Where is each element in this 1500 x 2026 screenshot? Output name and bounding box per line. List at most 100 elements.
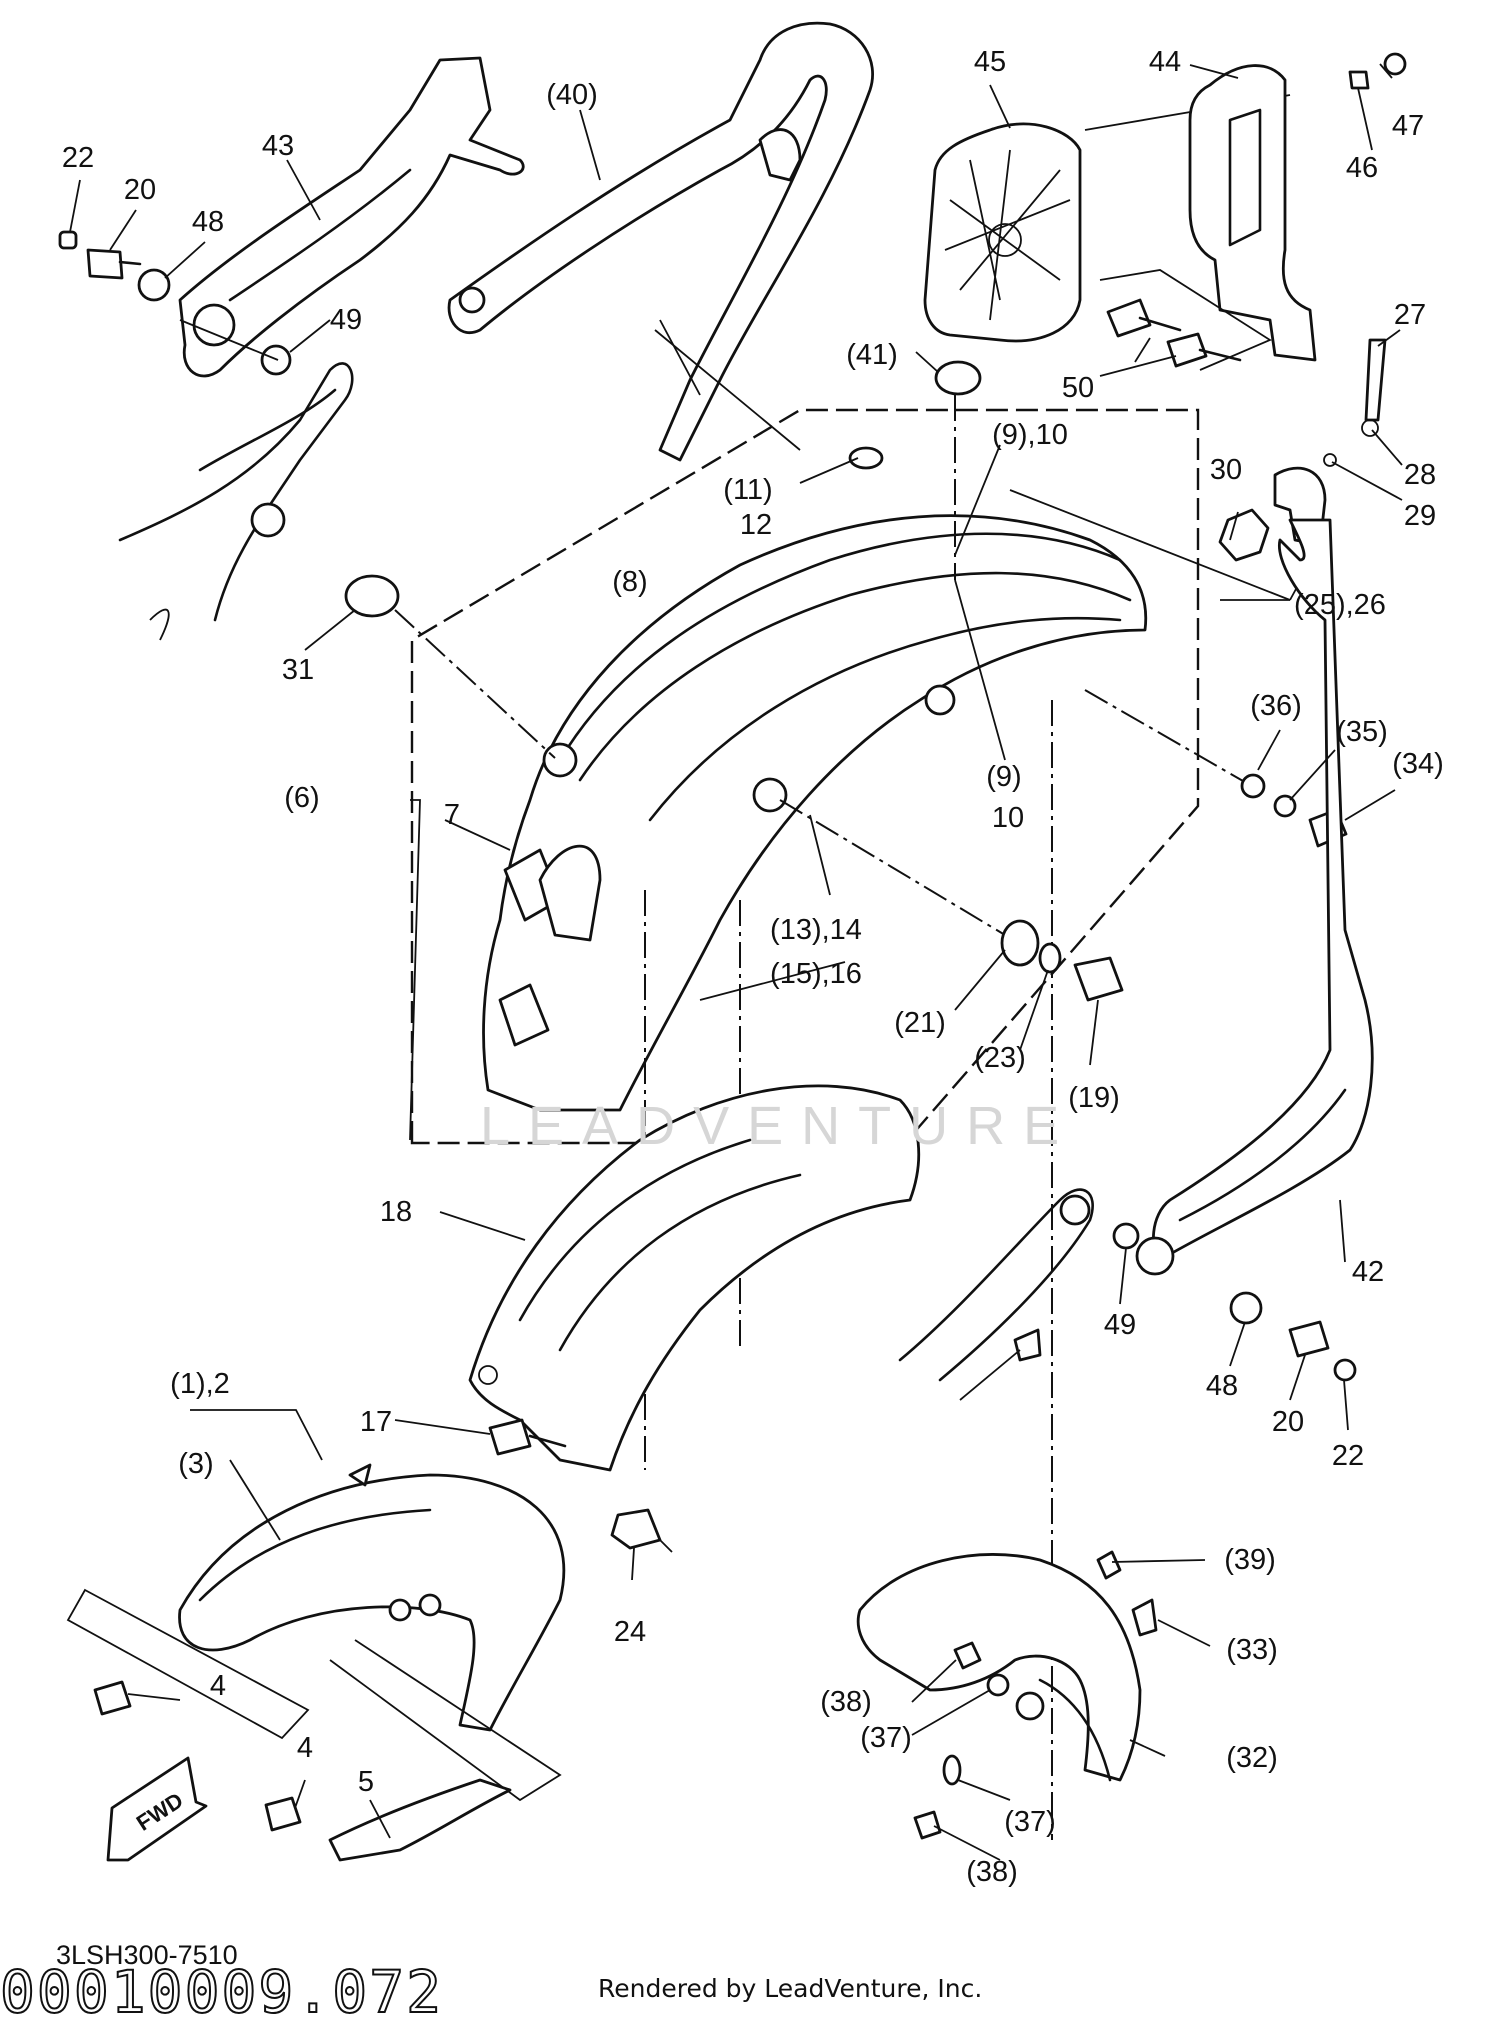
callout-12: 12 [739,509,773,541]
bolt-20b [1288,1320,1330,1358]
bolt-39 [1096,1550,1122,1580]
callout-20a: 20 [123,174,157,206]
collar-49b [1112,1222,1140,1250]
callout-33: (33) [1226,1634,1278,1666]
callout-9-10a: (9),10 [992,419,1068,451]
callout-34: (34) [1392,748,1444,780]
callout-leaders [69,63,1403,1861]
nut-38a [953,1641,982,1670]
leader-34-36 [1084,689,1251,786]
washer-37b [942,1754,962,1786]
callout-4b: 4 [296,1732,314,1764]
callout-43: 43 [261,130,295,162]
bolt-50a [1106,298,1152,338]
callout-41: (41) [846,339,898,371]
callout-6: (6) [284,782,320,814]
callout-46: 46 [1345,152,1379,184]
backrest-pad-45 [923,122,1082,343]
callout-47: 47 [1391,110,1425,142]
nut-47 [1383,52,1407,76]
callout-27: 27 [1393,299,1427,331]
washer-23 [1038,942,1062,974]
damper-31 [344,574,400,618]
callout-32: (32) [1226,1742,1278,1774]
callout-45: 45 [973,46,1007,78]
cap-33 [1131,1598,1158,1637]
callout-18: 18 [379,1196,413,1228]
grab-bar-40 [447,21,874,462]
part-code: 3LSH300-7510 [56,1940,238,1970]
callout-36: (36) [1250,690,1302,722]
bolt-27 [1364,338,1387,422]
sheet-code: 00010009.072 [0,1958,444,2026]
bolt-17 [488,1418,532,1456]
callout-4a: 4 [209,1670,227,1702]
callout-29: 29 [1403,500,1437,532]
callout-5: 5 [357,1766,375,1798]
right-stay-42 [1135,518,1374,1276]
callout-8: (8) [612,566,648,598]
callout-15-16: (15),16 [770,958,862,990]
callout-13-14: (13),14 [770,914,862,946]
credit-text: Rendered by LeadVenture, Inc. [598,1974,983,2003]
front-fender-3 [178,1463,566,1732]
callout-40: (40) [546,79,598,111]
washer-37a [986,1673,1010,1697]
bolt-20a [86,248,124,280]
callout-30: 30 [1209,454,1243,486]
callout-42: 42 [1351,1256,1385,1288]
bolt-50b [1166,332,1208,368]
left-frame-rail [118,362,354,641]
callout-3: (3) [178,1448,214,1480]
front-fender-32 [856,1553,1142,1782]
washer-28 [1361,419,1379,437]
bolt-4a [93,1680,132,1716]
callout-49b: 49 [1103,1309,1137,1341]
rear-fender-7 [482,514,1148,1112]
callout-9b: (9) [986,761,1022,793]
callout-21: (21) [894,1007,946,1039]
callout-44: 44 [1148,46,1182,78]
washer-48b [1229,1291,1263,1325]
nut-38b [913,1810,942,1840]
callout-20b: 20 [1271,1406,1305,1438]
callout-31: 31 [281,654,315,686]
callout-37b: (37) [1004,1806,1056,1838]
callout-1-2: (1),2 [170,1368,230,1400]
collar-21 [1000,919,1040,967]
callout-39: (39) [1224,1544,1276,1576]
callout-25-26: (25),26 [1294,589,1386,621]
washer-48a [137,268,171,302]
bracket-5 [328,1778,512,1862]
spacer-24 [610,1508,662,1550]
washer-11 [848,446,884,470]
callout-49a: 49 [329,304,363,336]
callout-7: 7 [443,799,461,831]
fwd-arrow-icon [106,1756,208,1862]
nut-30 [1218,508,1270,562]
callout-48b: 48 [1205,1370,1239,1402]
washer-35 [1273,794,1297,818]
left-stay-43 [178,56,525,378]
callout-38a: (38) [820,1686,872,1718]
washer-29 [1323,453,1337,467]
bolt-4b [264,1796,302,1832]
callout-37a: (37) [860,1722,912,1754]
bolt-46 [1348,70,1370,90]
callout-50: 50 [1061,372,1095,404]
callout-24: 24 [613,1616,647,1648]
bolt-19 [1073,956,1124,1002]
callout-48a: 48 [191,206,225,238]
cap-41 [934,360,982,396]
callout-23: (23) [974,1042,1026,1074]
inner-fender-18 [468,1084,921,1472]
callout-11: (11) [723,474,773,506]
callout-22b: 22 [1331,1440,1365,1472]
callout-22a: 22 [61,142,95,174]
callout-10b: 10 [991,802,1025,834]
callout-19: (19) [1068,1082,1120,1114]
backrest-bracket-44 [1188,64,1317,362]
watermark: LEADVENTURE [480,1096,1078,1156]
right-frame-rail [898,1188,1094,1401]
